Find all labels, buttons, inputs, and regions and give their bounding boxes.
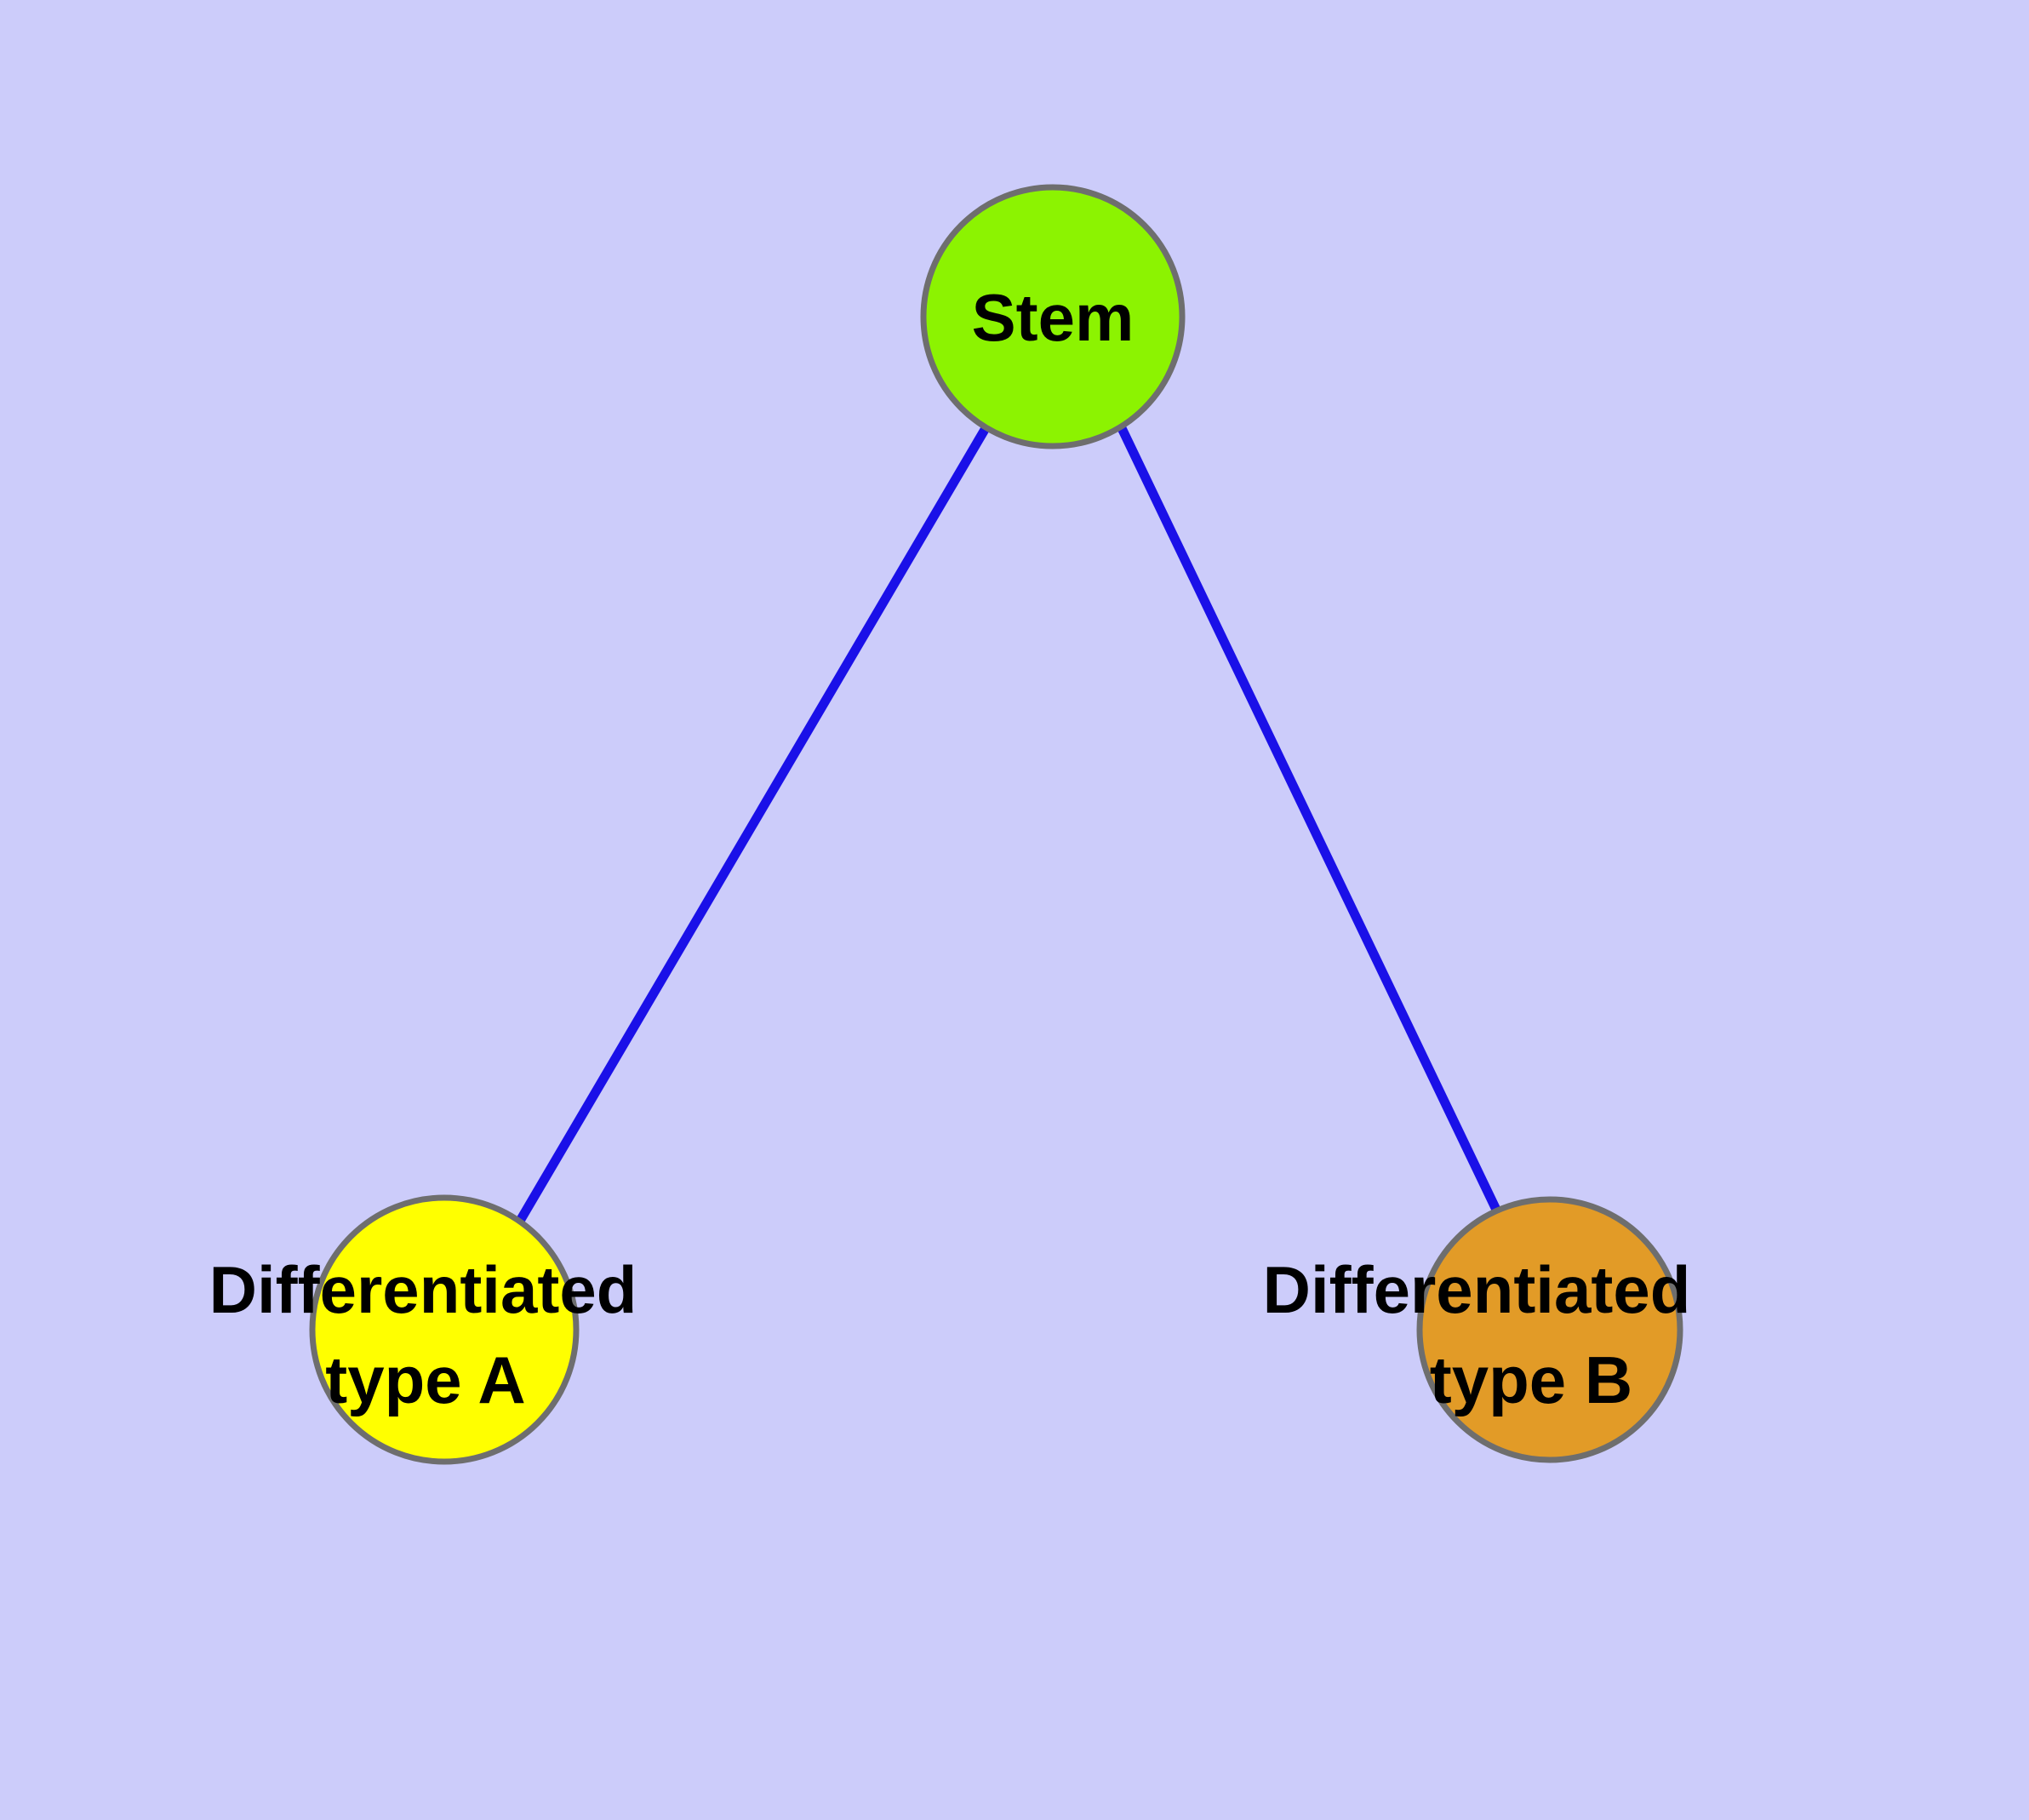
node-differentiated-type-a[interactable] bbox=[309, 1194, 580, 1465]
node-stem[interactable] bbox=[920, 184, 1186, 449]
node-differentiated-type-b[interactable] bbox=[1416, 1196, 1683, 1463]
node-differentiated-type-a-label-line-1: Differentiated bbox=[209, 1252, 637, 1327]
node-stem-circle[interactable] bbox=[920, 184, 1186, 449]
edge-stem-to-differentiated-type-b[interactable] bbox=[1117, 426, 1511, 1233]
edge-layer bbox=[510, 426, 1511, 1233]
node-differentiated-type-b-label-line-1: Differentiated bbox=[1263, 1252, 1691, 1327]
node-differentiated-type-a-label-line-2: type A bbox=[325, 1342, 526, 1417]
label-layer: Stem Differentiated type A Differentiate… bbox=[209, 280, 1691, 1417]
node-differentiated-type-b-label-line-2: type B bbox=[1430, 1342, 1632, 1417]
edge-stem-to-differentiated-type-a[interactable] bbox=[510, 426, 990, 1233]
node-layer bbox=[309, 184, 1683, 1465]
node-differentiated-type-a-circle[interactable] bbox=[309, 1194, 580, 1465]
node-differentiated-type-b-circle[interactable] bbox=[1416, 1196, 1683, 1463]
node-stem-label-line-1: Stem bbox=[972, 280, 1135, 355]
